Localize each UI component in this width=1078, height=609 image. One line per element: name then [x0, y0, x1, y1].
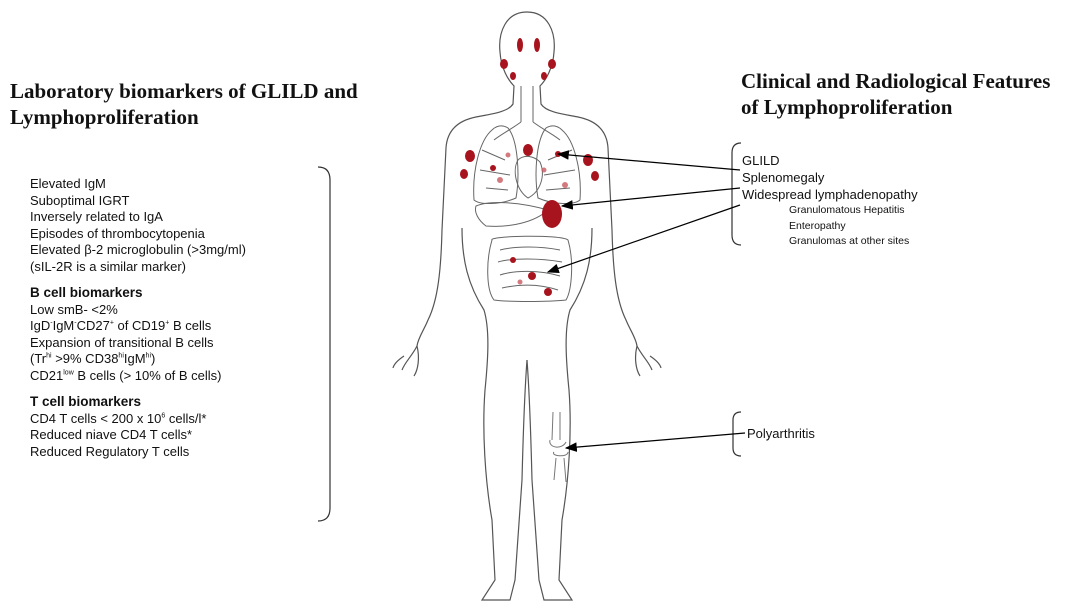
- arrow-lymphadenopathy: [548, 205, 740, 272]
- arrow-splenomegaly: [562, 188, 740, 206]
- liver: [475, 203, 548, 227]
- right-top-bracket: [732, 143, 741, 245]
- intestines: [488, 236, 572, 301]
- body-outline: [393, 12, 661, 600]
- knee-bones: [550, 412, 568, 482]
- arrow-polyarthritis: [566, 433, 745, 448]
- left-bracket: [318, 167, 330, 521]
- heart: [515, 156, 542, 198]
